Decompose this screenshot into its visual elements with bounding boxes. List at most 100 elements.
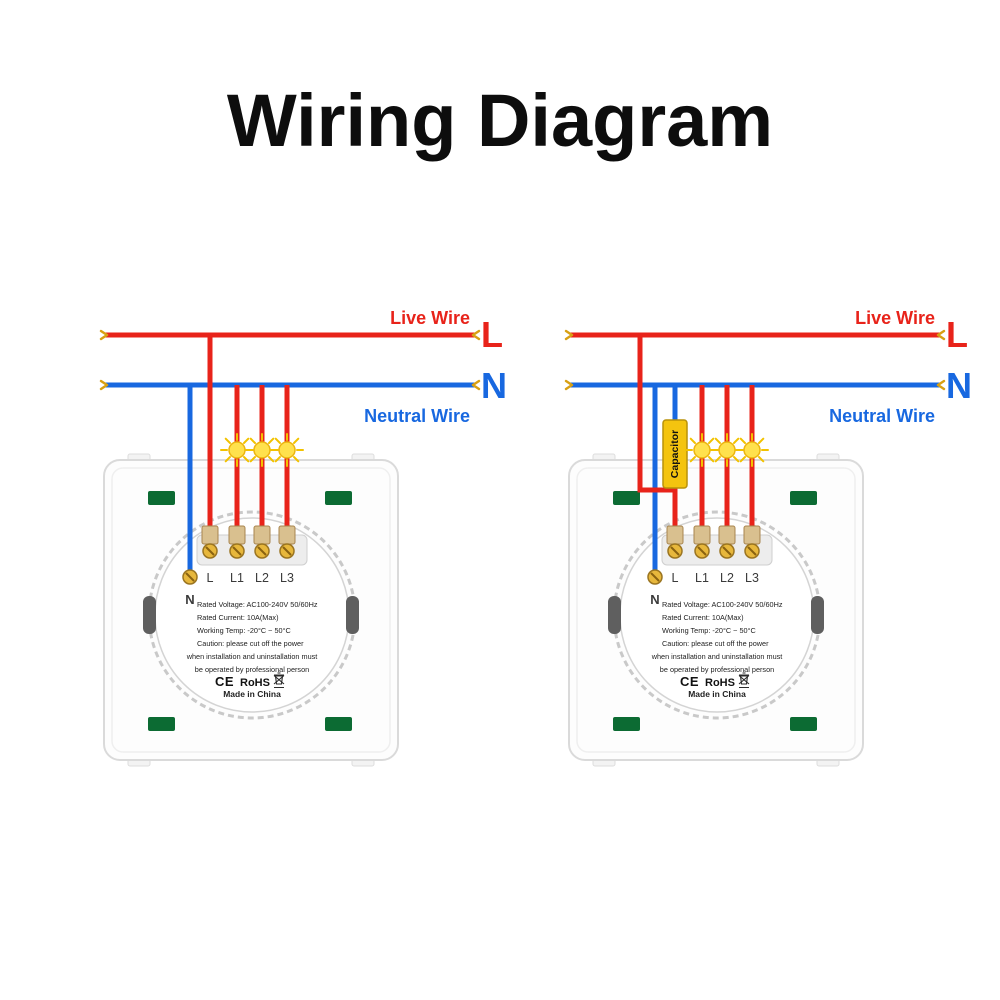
capacitor-label: Capacitor xyxy=(669,430,681,478)
screw-slot xyxy=(257,546,267,556)
live-feed-wire xyxy=(637,335,678,538)
terminal-screw xyxy=(694,543,710,559)
weee-bin-icon xyxy=(273,672,285,689)
terminal-label-l2: L2 xyxy=(720,571,734,585)
spec-line: Rated Voltage: AC100-240V 50/60Hz xyxy=(197,600,318,609)
spec-line: Caution: please cut off the power xyxy=(662,639,769,648)
bulb-glass xyxy=(718,441,736,459)
neutral-wire-end-tips xyxy=(99,379,481,391)
made-in-label: Made in China xyxy=(688,689,746,699)
neutral-wire-label: Neutral Wire xyxy=(364,406,470,426)
left-spring-clip xyxy=(143,596,156,634)
spec-line: Working Temp: -20°C ~ 50°C xyxy=(197,626,291,635)
spec-line: Caution: please cut off the power xyxy=(197,639,304,648)
screw-slot xyxy=(722,546,732,556)
mounting-block xyxy=(790,717,817,731)
switch-plate-inner-frame xyxy=(111,467,391,753)
spec-line: Rated Voltage: AC100-240V 50/60Hz xyxy=(662,600,783,609)
bulb-glass xyxy=(228,441,246,459)
terminal-screw xyxy=(744,543,760,559)
bin-cross xyxy=(738,675,750,685)
bulb-icon xyxy=(735,433,769,467)
terminal-screw xyxy=(667,543,683,559)
mounting-block xyxy=(325,717,352,731)
terminal-screw xyxy=(719,543,735,559)
mounting-block xyxy=(148,717,175,731)
terminal-block xyxy=(743,525,761,545)
terminal-block xyxy=(278,525,296,545)
live-wire-label: Live Wire xyxy=(390,308,470,328)
terminal-block xyxy=(228,525,246,545)
screw-slot xyxy=(205,546,215,556)
live-letter: L xyxy=(481,314,503,355)
mounting-block xyxy=(613,491,640,505)
terminal-screw xyxy=(229,543,245,559)
spec-line: when installation and uninstallation mus… xyxy=(651,652,783,661)
neutral-wire-end-tips xyxy=(564,379,946,391)
terminal-label-l1: L1 xyxy=(695,571,709,585)
bulb-glass xyxy=(278,441,296,459)
wiring-panel-left: L L1 L2 L3 N Rated Voltage: AC100-240V 5… xyxy=(99,308,507,767)
terminal-label-n: N xyxy=(185,592,194,607)
neutral-letter: N xyxy=(481,365,507,406)
weee-bin-icon xyxy=(738,672,750,689)
terminal-block xyxy=(693,525,711,545)
bulb-glass xyxy=(693,441,711,459)
screw-slot xyxy=(282,546,292,556)
terminal-screw xyxy=(279,543,295,559)
bulb-icon xyxy=(270,433,304,467)
terminal-label-n: N xyxy=(650,592,659,607)
made-in-label: Made in China xyxy=(223,689,281,699)
bulb-rays xyxy=(270,433,304,467)
live-wire-end-tips xyxy=(564,329,946,341)
mounting-block xyxy=(325,491,352,505)
terminal-label-l1: L1 xyxy=(230,571,244,585)
live-letter: L xyxy=(946,314,968,355)
bin-cross xyxy=(273,675,285,685)
mounting-block xyxy=(148,491,175,505)
terminal-screw xyxy=(254,543,270,559)
neutral-letter: N xyxy=(946,365,972,406)
screw-slot xyxy=(185,572,195,582)
live-wire-label: Live Wire xyxy=(855,308,935,328)
spec-line: when installation and uninstallation mus… xyxy=(186,652,318,661)
bin-outline xyxy=(739,672,749,689)
spec-line: Working Temp: -20°C ~ 50°C xyxy=(662,626,756,635)
bulb-rays xyxy=(735,433,769,467)
right-spring-clip xyxy=(346,596,359,634)
terminal-block xyxy=(666,525,684,545)
screw-slot xyxy=(697,546,707,556)
ce-mark: CE xyxy=(680,674,699,689)
spec-line: Rated Current: 10A(Max) xyxy=(662,613,744,622)
screw-slot xyxy=(232,546,242,556)
screw-slot xyxy=(670,546,680,556)
right-spring-clip xyxy=(811,596,824,634)
terminal-block xyxy=(253,525,271,545)
screw-slot xyxy=(747,546,757,556)
rohs-mark: RoHS xyxy=(240,677,270,689)
terminal-label-l2: L2 xyxy=(255,571,269,585)
rohs-mark: RoHS xyxy=(705,677,735,689)
terminal-screw-n xyxy=(182,569,198,585)
ce-mark: CE xyxy=(215,674,234,689)
terminal-label-l: L xyxy=(207,571,214,585)
bin-outline xyxy=(274,672,284,689)
spec-line: Rated Current: 10A(Max) xyxy=(197,613,279,622)
terminal-block xyxy=(201,525,219,545)
terminal-screw xyxy=(202,543,218,559)
terminal-block xyxy=(718,525,736,545)
spec-line: be operated by professional person xyxy=(195,665,309,674)
screw-slot xyxy=(650,572,660,582)
spec-line: be operated by professional person xyxy=(660,665,774,674)
mounting-block xyxy=(613,717,640,731)
terminal-label-l3: L3 xyxy=(280,571,294,585)
capacitor xyxy=(662,419,688,489)
left-spring-clip xyxy=(608,596,621,634)
bulb-glass xyxy=(253,441,271,459)
page-title: Wiring Diagram xyxy=(226,79,774,162)
bulb-glass xyxy=(743,441,761,459)
wiring-diagram: L L1 L2 L3 N Rated Voltage: AC100-240V 5… xyxy=(99,308,972,767)
neutral-wire-label: Neutral Wire xyxy=(829,406,935,426)
mounting-block xyxy=(790,491,817,505)
switch-plate-inner-frame xyxy=(576,467,856,753)
